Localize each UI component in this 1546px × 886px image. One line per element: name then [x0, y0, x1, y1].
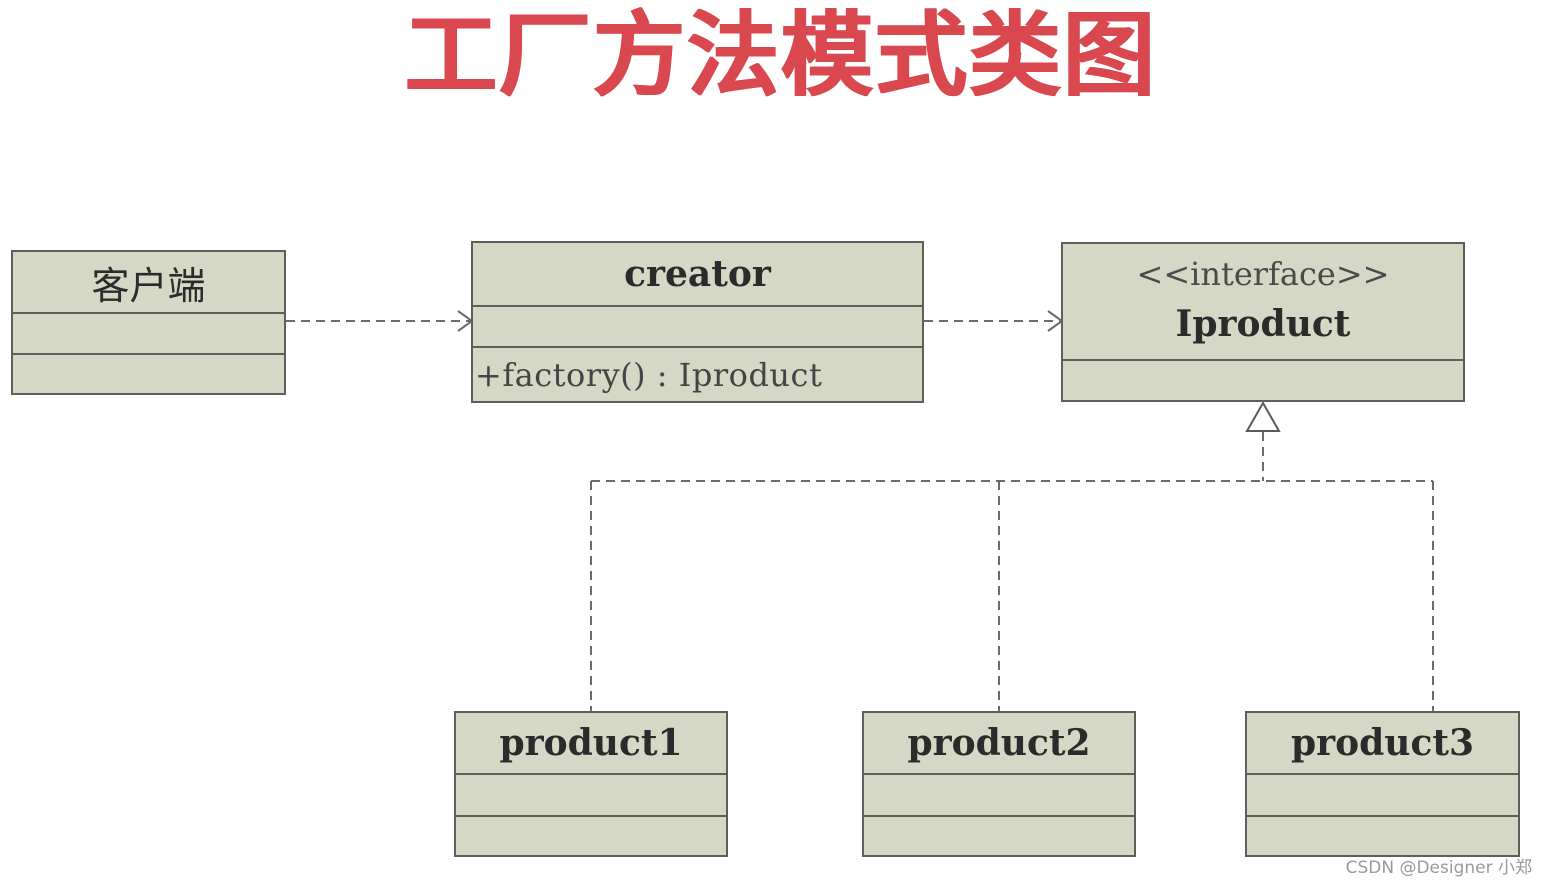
class-product2-name: product2: [907, 722, 1091, 764]
class-creator-attributes: [473, 305, 922, 346]
class-product2-operations: [864, 815, 1134, 855]
class-client-operations: [13, 353, 284, 393]
class-product3[interactable]: product3: [1245, 711, 1520, 857]
class-product1-name: product1: [499, 722, 683, 764]
class-client-attributes: [13, 312, 284, 353]
interface-iproduct-name: Iproduct: [1175, 303, 1351, 345]
class-product1-attributes: [456, 773, 726, 815]
interface-stereotype: <<interface>>: [1136, 255, 1390, 293]
interface-iproduct[interactable]: <<interface>> Iproduct: [1061, 242, 1465, 402]
interface-iproduct-body: [1063, 359, 1463, 400]
class-client[interactable]: 客户端: [11, 250, 286, 395]
interface-iproduct-header: <<interface>> Iproduct: [1063, 244, 1463, 359]
class-creator-name: creator: [624, 253, 771, 295]
class-creator[interactable]: creator +factory() : Iproduct: [471, 241, 924, 403]
class-product2[interactable]: product2: [862, 711, 1136, 857]
class-product3-operations: [1247, 815, 1518, 855]
class-product2-attributes: [864, 773, 1134, 815]
class-client-name: 客户端: [91, 263, 206, 308]
diagram-title: 工厂方法模式类图: [405, 2, 1158, 109]
class-creator-operation: +factory() : Iproduct: [473, 346, 922, 401]
arrowhead-realization-iproduct: [1245, 400, 1281, 432]
class-product1[interactable]: product1: [454, 711, 728, 857]
watermark: CSDN @Designer 小郑: [1345, 858, 1532, 878]
class-product3-name: product3: [1290, 722, 1475, 764]
class-product1-operations: [456, 815, 726, 855]
class-product3-attributes: [1247, 773, 1518, 815]
